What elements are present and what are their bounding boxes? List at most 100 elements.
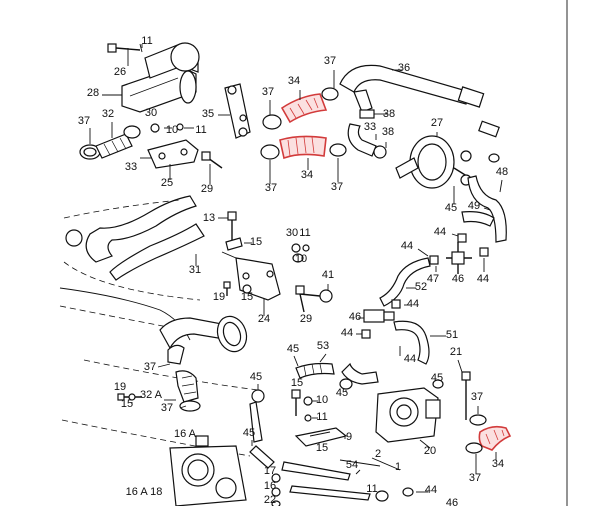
callout-label-l37c: 37 bbox=[265, 182, 277, 194]
callout-label-l34c: 34 bbox=[492, 458, 504, 470]
hose-53 bbox=[295, 362, 335, 379]
nut-11e bbox=[375, 490, 389, 502]
callout-label-l16A18: 16 A 18 bbox=[126, 486, 163, 498]
callout-label-l45e: 45 bbox=[250, 371, 262, 383]
callout-label-l30a: 30 bbox=[145, 107, 157, 119]
callout-label-l11a: 11 bbox=[141, 35, 152, 47]
washer-30b bbox=[291, 243, 301, 253]
callout-label-l22: 22 bbox=[264, 494, 276, 506]
callout-label-l46a: 46 bbox=[452, 273, 464, 285]
callout-label-l28: 28 bbox=[87, 87, 99, 99]
callout-label-l52: 52 bbox=[415, 281, 427, 293]
clip-15 bbox=[225, 237, 243, 251]
cap-44b bbox=[429, 255, 439, 265]
callout-label-l30b: 30 bbox=[286, 227, 298, 239]
callout-label-l34b: 34 bbox=[301, 169, 313, 181]
leader-53 bbox=[319, 353, 327, 363]
callout-label-l34a: 34 bbox=[288, 75, 300, 87]
leader-37h bbox=[157, 363, 171, 368]
bracket-25 bbox=[147, 139, 199, 169]
callout-label-l37g: 37 bbox=[469, 472, 481, 484]
callout-label-l25: 25 bbox=[161, 177, 173, 189]
callout-label-l10a: 10 bbox=[166, 124, 178, 136]
callout-label-l29b: 29 bbox=[300, 313, 312, 325]
callout-label-l37h: 37 bbox=[144, 361, 156, 373]
washer-15c bbox=[128, 393, 136, 401]
bolt-41 bbox=[299, 289, 333, 303]
bolt-26 bbox=[107, 43, 143, 53]
leader-44a bbox=[451, 233, 459, 237]
callout-label-l45f: 45 bbox=[243, 427, 255, 439]
washer-10c bbox=[303, 396, 313, 406]
bolt-15d bbox=[291, 389, 301, 416]
callout-label-l38a: 38 bbox=[383, 108, 395, 120]
fitting-38 bbox=[359, 109, 388, 119]
hose-clamp-37-left-2 bbox=[123, 125, 141, 139]
callout-label-l54: 54 bbox=[346, 459, 358, 471]
callout-label-l45a: 45 bbox=[445, 202, 457, 214]
callout-label-l31: 31 bbox=[189, 264, 201, 276]
callout-label-l15b: 15 bbox=[241, 291, 253, 303]
callout-label-l15c: 15 bbox=[121, 398, 133, 410]
throttle-body-16A bbox=[169, 435, 247, 506]
hose-48 bbox=[467, 175, 507, 243]
callout-label-l45d: 45 bbox=[431, 372, 443, 384]
washer-10b bbox=[292, 253, 304, 263]
leader-37i bbox=[179, 405, 187, 409]
callout-label-l46b: 46 bbox=[349, 311, 361, 323]
callout-label-l20: 20 bbox=[424, 445, 436, 457]
callout-label-l46c: 46 bbox=[446, 497, 458, 506]
nut-11 bbox=[176, 123, 184, 131]
hose-with-cap-right bbox=[341, 362, 379, 385]
cap-44g bbox=[402, 487, 414, 497]
callout-label-l33a: 33 bbox=[125, 161, 137, 173]
callout-label-l16A: 16 A bbox=[174, 428, 197, 440]
callout-label-l53: 53 bbox=[317, 340, 329, 352]
cap-44d bbox=[391, 299, 401, 309]
washer-30 bbox=[150, 123, 160, 133]
red-hose-34-upper bbox=[280, 93, 328, 124]
bolt-19 bbox=[223, 281, 231, 296]
cap-45c bbox=[339, 378, 353, 390]
callout-label-l13: 13 bbox=[203, 212, 215, 224]
air-duct-elbow bbox=[159, 315, 248, 353]
callout-label-l9: 9 bbox=[346, 431, 352, 443]
callout-label-l38b: 38 bbox=[382, 126, 394, 138]
callout-label-l35: 35 bbox=[202, 108, 214, 120]
bracket-9 bbox=[294, 427, 348, 447]
callout-label-l15e: 15 bbox=[316, 442, 328, 454]
hose-37-left-mid bbox=[167, 344, 185, 365]
callout-label-l11e: 11 bbox=[366, 483, 377, 495]
bolt-29-top bbox=[201, 151, 223, 169]
callout-label-l19a: 19 bbox=[213, 291, 225, 303]
callout-label-l44g: 44 bbox=[425, 484, 437, 496]
callout-label-l41: 41 bbox=[322, 269, 334, 281]
dash-line-1 bbox=[63, 199, 181, 219]
leader-20 bbox=[419, 439, 431, 449]
callout-label-l45b: 45 bbox=[287, 343, 299, 355]
callout-label-l44a: 44 bbox=[434, 226, 446, 238]
callout-label-l49: 49 bbox=[468, 200, 480, 212]
pipe-31 bbox=[65, 195, 205, 281]
red-hose-34-bottom bbox=[478, 425, 512, 451]
cap-45d bbox=[432, 379, 444, 389]
air-pump-bracket bbox=[121, 42, 200, 113]
callout-label-l44c: 44 bbox=[477, 273, 489, 285]
callout-label-l29a: 29 bbox=[201, 183, 213, 195]
callout-label-l11b: 11 bbox=[195, 124, 206, 136]
hose-33-right bbox=[347, 123, 387, 159]
callout-label-l16: 16 bbox=[264, 480, 276, 492]
tee-connector-46 bbox=[446, 242, 472, 274]
callout-label-l44f: 44 bbox=[404, 353, 416, 365]
hose-52 bbox=[379, 257, 431, 307]
callout-label-l2: 2 bbox=[375, 448, 381, 460]
dash-line-5 bbox=[61, 419, 251, 457]
callout-label-l11d: 11 bbox=[316, 411, 327, 423]
callout-label-l26: 26 bbox=[114, 66, 126, 78]
clamp-37-bottom bbox=[179, 400, 201, 412]
dash-line-2 bbox=[63, 261, 201, 301]
vacuum-unit-27 bbox=[395, 135, 471, 189]
